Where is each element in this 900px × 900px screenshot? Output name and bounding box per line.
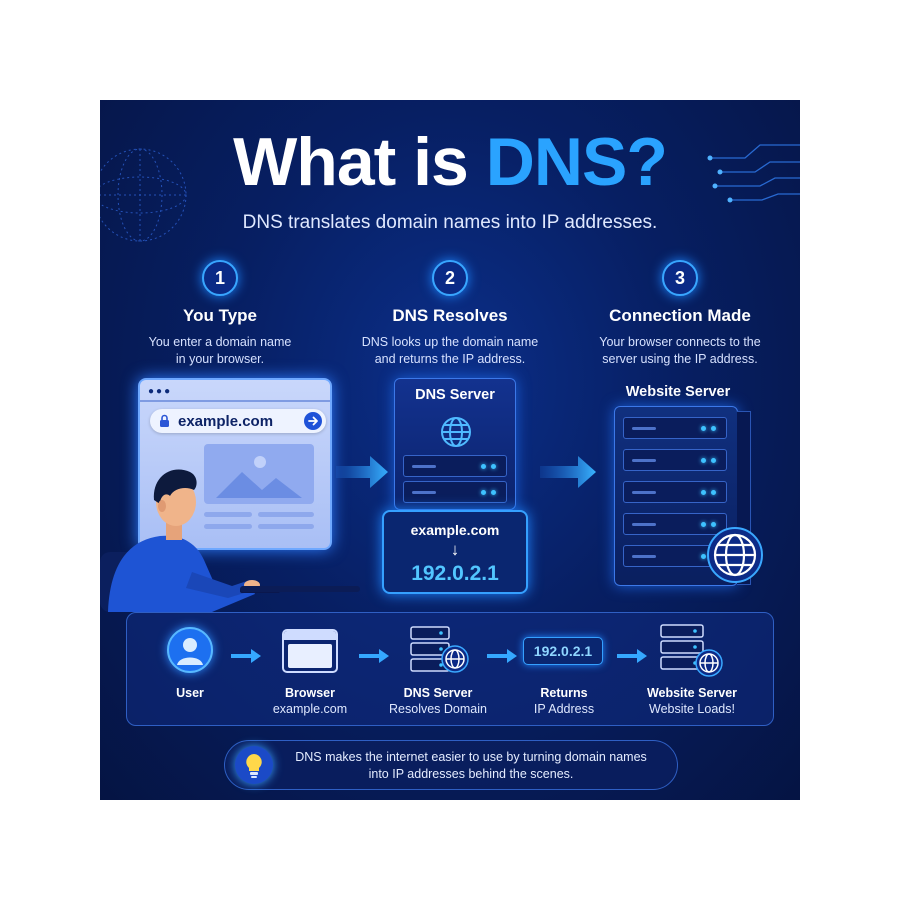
step-number-badge: 1: [202, 260, 238, 296]
step-number-badge: 2: [432, 260, 468, 296]
dns-infographic: What is DNS? DNS translates domain names…: [100, 100, 800, 800]
image-icon: [216, 456, 302, 498]
page-subtitle: DNS translates domain names into IP addr…: [242, 212, 658, 233]
step-description: DNS looks up the domain name and returns…: [345, 334, 555, 368]
wireframe-globe-decoration: [100, 148, 187, 242]
server-rack-unit: [403, 455, 507, 477]
footer-note: DNS makes the internet easier to use by …: [224, 740, 678, 790]
text-placeholder: [204, 512, 252, 517]
footer-text: DNS makes the internet easier to use by …: [281, 749, 661, 783]
arrow-right-icon: [617, 649, 647, 663]
website-server-label: Website Server: [625, 384, 731, 400]
flow-step-title: User: [176, 686, 204, 700]
flow-step-subtitle: example.com: [272, 702, 348, 716]
step-number-badge: 3: [662, 260, 698, 296]
user-icon: [167, 627, 213, 673]
step-title: Connection Made: [609, 306, 751, 325]
page-title: What is DNS?: [100, 122, 800, 202]
server-rack-unit: [623, 417, 727, 439]
text-placeholder: [258, 524, 314, 529]
window-title-bar: [140, 400, 330, 402]
circuit-lines-decoration: [707, 144, 800, 203]
step-3: 3 Connection Made Your browser connects …: [575, 260, 785, 368]
lock-icon: [160, 414, 169, 427]
text-placeholder: [258, 512, 314, 517]
text-placeholder: [204, 524, 252, 529]
person-illustration: [100, 469, 280, 612]
lightbulb-icon: [235, 746, 273, 784]
title-highlight: DNS?: [485, 124, 668, 200]
title-text: What is: [233, 124, 486, 200]
flow-step-label: User: [130, 685, 250, 701]
globe-icon: [707, 527, 763, 583]
step-description-line: Your browser connects to the: [599, 335, 761, 349]
server-rack-unit: [623, 513, 727, 535]
lookup-ip-address: 192.0.2.1: [411, 562, 499, 585]
window-dots-icon: ●●●: [148, 386, 173, 397]
server-icon: [410, 626, 469, 673]
step-description-line: You enter a domain name: [148, 335, 292, 349]
flow-step-subtitle: Resolves Domain: [389, 702, 487, 716]
dns-server-label: DNS Server: [415, 387, 495, 403]
lookup-domain: example.com: [410, 522, 500, 538]
step-description: You enter a domain name in your browser.: [115, 334, 325, 368]
flow-step-label: Returns IP Address: [504, 685, 624, 717]
arrow-right-icon: [336, 456, 388, 488]
server-rack-unit: [403, 481, 507, 503]
arrow-right-icon: [231, 649, 261, 663]
footer-line: DNS makes the internet easier to use by …: [295, 750, 647, 764]
dns-lookup-result: example.com ↓ 192.0.2.1: [382, 510, 528, 594]
step-1: 1 You Type You enter a domain name in yo…: [115, 260, 325, 368]
step-title: DNS Resolves: [392, 306, 508, 325]
server-rack-unit: [623, 449, 727, 471]
arrow-right-icon[interactable]: [303, 411, 323, 431]
step-description-line: in your browser.: [175, 352, 265, 366]
arrow-right-icon: [359, 649, 389, 663]
image-placeholder: [204, 444, 314, 504]
browser-icon: [282, 629, 338, 673]
server-icon: [660, 624, 723, 677]
flow-step-title: Website Server: [646, 686, 738, 700]
flow-step-subtitle: IP Address: [533, 702, 595, 716]
flow-step-title: Returns: [540, 686, 588, 700]
step-description-line: DNS looks up the domain name: [361, 335, 539, 349]
step-title: You Type: [183, 306, 257, 325]
desk: [240, 586, 360, 592]
step-description-line: and returns the IP address.: [374, 352, 526, 366]
flow-step-title: Browser: [284, 686, 336, 700]
server-rack-unit: [623, 481, 727, 503]
globe-icon: [441, 417, 471, 447]
step-description-line: server using the IP address.: [602, 352, 758, 366]
step-2: 2 DNS Resolves DNS looks up the domain n…: [345, 260, 555, 368]
address-bar[interactable]: example.com: [150, 409, 326, 433]
arrow-right-icon: [487, 649, 517, 663]
ip-address-badge: 192.0.2.1: [523, 637, 603, 665]
step-description: Your browser connects to the server usin…: [575, 334, 785, 368]
arrow-down-icon: ↓: [450, 540, 460, 559]
dns-server-illustration: DNS Server: [394, 378, 516, 510]
footer-line: into IP addresses behind the scenes.: [368, 767, 574, 781]
flow-step-label: Browser example.com: [250, 685, 370, 717]
flow-step-subtitle: Website Loads!: [649, 702, 735, 716]
url-text: example.com: [178, 413, 274, 430]
flow-step-title: DNS Server: [403, 686, 473, 700]
arrow-right-icon: [540, 456, 596, 488]
